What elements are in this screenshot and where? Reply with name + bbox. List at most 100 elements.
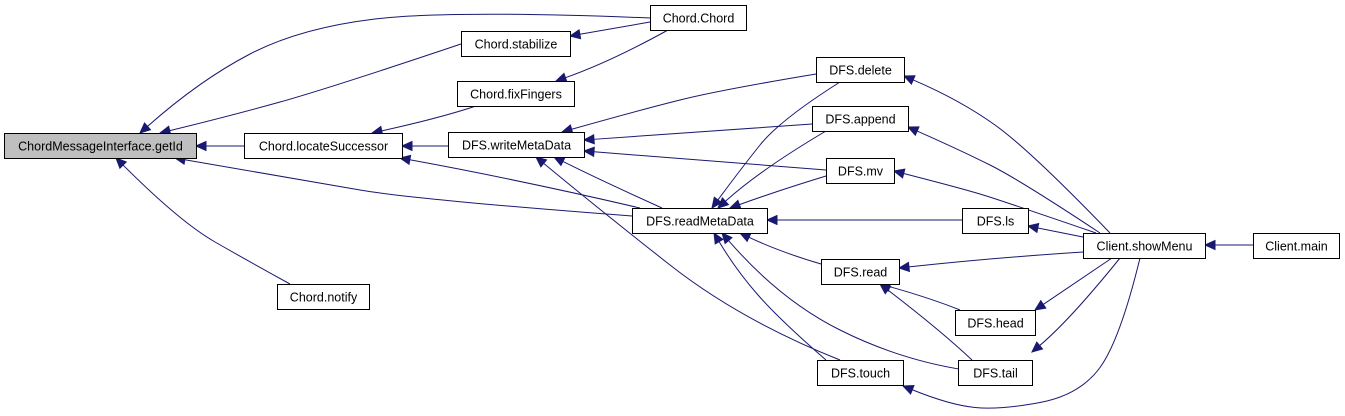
node-touch[interactable]: DFS.touch — [817, 360, 904, 386]
edge-layer — [115, 13, 1253, 409]
edge-chord-to-stabilize — [568, 21, 651, 40]
node-label: Chord.Chord — [663, 12, 735, 26]
edge-line — [409, 159, 641, 209]
node-box — [461, 31, 571, 57]
edge-writemetadata-to-locatesuccessor — [400, 140, 448, 152]
node-writemetadata[interactable]: DFS.writeMetaData — [448, 132, 585, 158]
edge-line — [916, 130, 1101, 234]
arrow-head-icon — [535, 156, 548, 168]
node-mv[interactable]: DFS.mv — [826, 158, 895, 184]
node-box — [650, 5, 747, 31]
arrow-head-icon — [711, 196, 723, 209]
node-label: Chord.notify — [290, 291, 358, 305]
edge-line — [903, 173, 1097, 234]
node-main[interactable]: Client.main — [1253, 233, 1340, 259]
arrow-head-icon — [902, 75, 916, 85]
node-box — [4, 133, 197, 159]
edge-showmenu-to-touch — [901, 257, 1141, 409]
arrow-head-icon — [1203, 239, 1216, 251]
edge-line — [717, 81, 841, 201]
node-label: DFS.writeMetaData — [462, 139, 571, 153]
node-showmenu[interactable]: Client.showMenu — [1083, 233, 1206, 259]
edge-line — [1039, 257, 1121, 346]
edge-line — [184, 159, 633, 217]
edge-line — [1043, 257, 1113, 305]
node-box — [826, 158, 895, 184]
edge-line — [725, 130, 827, 202]
edge-mv-to-writemetadata — [582, 146, 827, 171]
arrow-head-icon — [879, 283, 892, 295]
edge-line — [739, 175, 827, 206]
edge-line — [718, 241, 827, 361]
edge-ls-to-readmetadata — [765, 214, 962, 226]
arrow-head-icon — [897, 261, 911, 273]
edge-tail-to-readmetadata — [721, 232, 966, 371]
edge-line — [565, 29, 669, 79]
arrow-head-icon — [582, 134, 595, 145]
edge-notify-to-getid — [115, 157, 291, 285]
node-readmetadata[interactable]: DFS.readMetaData — [632, 208, 768, 234]
arrow-head-icon — [139, 122, 152, 134]
node-box — [958, 360, 1033, 386]
node-tail[interactable]: DFS.tail — [958, 360, 1033, 386]
arrow-head-icon — [728, 199, 742, 210]
edge-showmenu-to-tail — [1031, 257, 1121, 353]
node-getid[interactable]: ChordMessageInterface.getId — [4, 133, 197, 159]
edge-line — [562, 161, 663, 209]
edge-line — [908, 251, 1084, 268]
node-label: DFS.readMetaData — [646, 215, 754, 229]
node-box — [962, 208, 1029, 234]
edge-line — [748, 236, 822, 265]
edge-tail-to-read — [879, 283, 973, 361]
edge-showmenu-to-mv — [892, 168, 1097, 234]
arrow-head-icon — [713, 231, 724, 245]
node-box — [816, 57, 905, 83]
edge-line — [543, 162, 841, 361]
arrow-head-icon — [901, 385, 915, 395]
arrow-head-icon — [582, 146, 595, 158]
node-chord[interactable]: Chord.Chord — [650, 5, 747, 31]
edge-read-to-readmetadata — [738, 232, 822, 265]
node-label: Client.main — [1265, 240, 1328, 254]
arrow-head-icon — [1033, 299, 1047, 311]
edge-head-to-read — [878, 281, 961, 311]
node-box — [632, 208, 768, 234]
edge-showmenu-to-read — [897, 251, 1084, 273]
arrow-head-icon — [568, 28, 582, 40]
node-delete[interactable]: DFS.delete — [816, 57, 905, 83]
arrow-head-icon — [892, 168, 906, 179]
edge-showmenu-to-append — [906, 126, 1101, 234]
edge-main-to-showmenu — [1203, 239, 1253, 251]
node-fixfingers[interactable]: Chord.fixFingers — [457, 81, 575, 107]
edge-touch-to-writemetadata — [535, 156, 841, 361]
node-box — [1083, 233, 1206, 259]
node-append[interactable]: DFS.append — [812, 106, 909, 132]
edge-line — [147, 13, 651, 127]
node-notify[interactable]: Chord.notify — [277, 284, 370, 310]
node-box — [277, 284, 370, 310]
node-box — [1253, 233, 1340, 259]
edge-append-to-readmetadata — [717, 130, 827, 209]
node-label: Chord.locateSuccessor — [259, 140, 388, 154]
arrow-head-icon — [400, 140, 413, 152]
node-ls[interactable]: DFS.ls — [962, 208, 1029, 234]
node-label: Client.showMenu — [1097, 240, 1193, 254]
edge-line — [728, 240, 966, 371]
arrow-head-icon — [721, 232, 733, 245]
edge-append-to-writemetadata — [582, 123, 813, 145]
arrow-head-icon — [1031, 341, 1044, 353]
edge-line — [1037, 227, 1084, 238]
edge-chord-to-fixfingers — [554, 29, 669, 83]
node-stabilize[interactable]: Chord.stabilize — [461, 31, 571, 57]
node-box — [817, 360, 904, 386]
node-locatesuccessor[interactable]: Chord.locateSuccessor — [244, 133, 403, 159]
node-head[interactable]: DFS.head — [955, 310, 1036, 336]
node-box — [955, 310, 1036, 336]
node-label: ChordMessageInterface.getId — [18, 140, 183, 154]
node-read[interactable]: DFS.read — [821, 259, 900, 285]
edge-touch-to-readmetadata — [713, 231, 827, 361]
node-label: DFS.read — [834, 266, 888, 280]
node-label: DFS.delete — [829, 64, 892, 78]
edge-line — [579, 21, 651, 35]
